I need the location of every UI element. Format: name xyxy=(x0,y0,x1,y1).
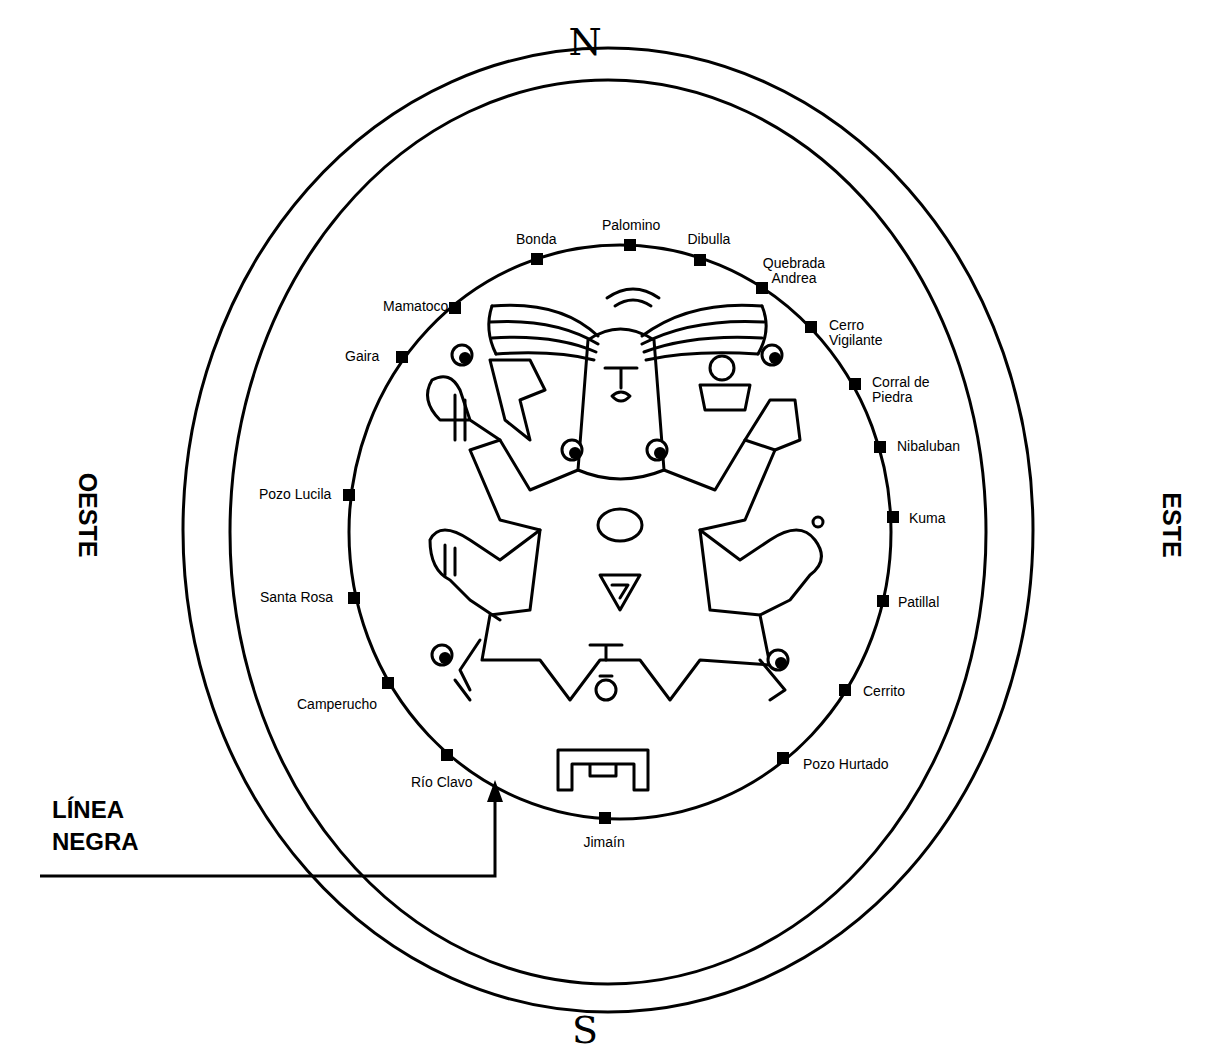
place-name: Mamatoco xyxy=(383,299,448,315)
place-name: Kuma xyxy=(909,511,946,527)
site-markers xyxy=(343,239,899,824)
place-name: Río Clavo xyxy=(411,775,472,791)
place-name: Pozo Hurtado xyxy=(803,757,889,773)
callout-label: LÍNEA NEGRA xyxy=(52,794,202,859)
place-name: Cerro Vigilante xyxy=(829,318,907,349)
place-name: Palomino xyxy=(602,218,660,234)
place-name: Quebrada Andrea xyxy=(758,256,830,287)
pointer-head xyxy=(487,780,503,802)
place-name: Pozo Lucila xyxy=(259,487,331,503)
place-name: Nibaluban xyxy=(897,439,960,455)
middle-ring xyxy=(230,80,986,984)
place-name: Santa Rosa xyxy=(260,590,333,606)
linea-negra-circle xyxy=(349,245,891,819)
place-name: Bonda xyxy=(516,232,556,248)
place-name: Gaira xyxy=(345,349,379,365)
place-name: Cerrito xyxy=(863,684,905,700)
cardinal-letter: S xyxy=(572,1009,598,1052)
place-name: Jimaín xyxy=(584,835,625,851)
cardinal-word: ESTE xyxy=(1158,492,1186,557)
outer-ring xyxy=(183,48,1033,1012)
place-name: Corral de Piedra xyxy=(872,375,950,406)
central-figure xyxy=(428,289,824,790)
cardinal-letter: N xyxy=(569,21,602,64)
place-name: Dibulla xyxy=(688,232,731,248)
place-name: Patillal xyxy=(898,595,939,611)
dots xyxy=(432,345,788,670)
cardinal-word: OESTE xyxy=(74,473,102,558)
place-name: Camperucho xyxy=(297,697,377,713)
